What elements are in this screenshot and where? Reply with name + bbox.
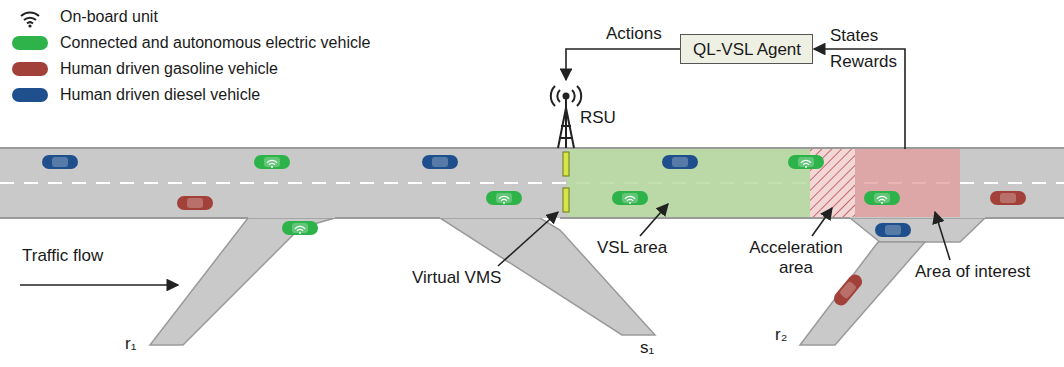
- traffic-flow-arrow: [20, 284, 178, 286]
- on-ramp-r2: [800, 242, 925, 345]
- agent-box: QL-VSL Agent: [680, 34, 813, 64]
- leader-line: [812, 208, 832, 236]
- legend-swatch: [12, 36, 48, 50]
- area-of-interest: [855, 149, 960, 217]
- vehicle: [282, 221, 318, 235]
- label: r₂: [775, 325, 787, 345]
- legend-text: Connected and autonomous electric vehicl…: [60, 33, 370, 53]
- legend-text: Human driven diesel vehicle: [60, 85, 260, 105]
- vehicle: [42, 155, 78, 169]
- leader-line: [498, 212, 558, 266]
- road: [0, 148, 1064, 345]
- vehicle: [875, 223, 911, 237]
- agent-label: QL-VSL Agent: [693, 40, 800, 60]
- vsl-area: [567, 149, 810, 217]
- road-edge: [335, 217, 440, 219]
- vehicle: [864, 191, 900, 205]
- legend-text: Human driven gasoline vehicle: [60, 59, 278, 79]
- vehicle: [486, 191, 522, 205]
- acceleration-lane: [850, 218, 985, 242]
- label: s₁: [640, 338, 654, 358]
- leader-line: [935, 212, 950, 260]
- on-ramp-r1: [150, 218, 335, 345]
- vehicle: [422, 155, 458, 169]
- road-edge: [0, 217, 248, 219]
- vehicle: [254, 155, 290, 169]
- vehicle: [177, 196, 213, 210]
- states-arrow: [814, 49, 905, 149]
- virtual-vms: [563, 152, 569, 176]
- label: Actions: [606, 24, 662, 44]
- label: Acceleration area: [742, 238, 850, 278]
- label: Virtual VMS: [412, 268, 501, 288]
- label: Area of interest: [915, 262, 1030, 282]
- label: States: [830, 26, 878, 46]
- vehicle: [612, 191, 648, 205]
- freeway: [0, 148, 1064, 218]
- vehicle: [788, 155, 824, 169]
- onboard-unit-icon: [12, 6, 48, 28]
- vehicle: [831, 272, 865, 309]
- legend-swatch: [12, 62, 48, 76]
- road-edge: [985, 217, 1064, 219]
- actions-arrow: [566, 49, 680, 80]
- legend-text: On-board unit: [60, 7, 158, 27]
- vehicle: [662, 155, 698, 169]
- label: Traffic flow: [22, 246, 103, 266]
- agent-arrows: [566, 49, 905, 149]
- vehicle: [990, 191, 1026, 205]
- rsu-antenna: [551, 86, 581, 148]
- legend-swatch: [12, 88, 48, 102]
- label: r₁: [125, 334, 136, 354]
- label: RSU: [580, 108, 616, 128]
- leader-line: [640, 204, 668, 236]
- label: Rewards: [830, 52, 897, 72]
- label: VSL area: [597, 238, 667, 258]
- vehicles: [42, 155, 1026, 308]
- road-edge: [560, 217, 850, 219]
- virtual-vms: [563, 188, 569, 212]
